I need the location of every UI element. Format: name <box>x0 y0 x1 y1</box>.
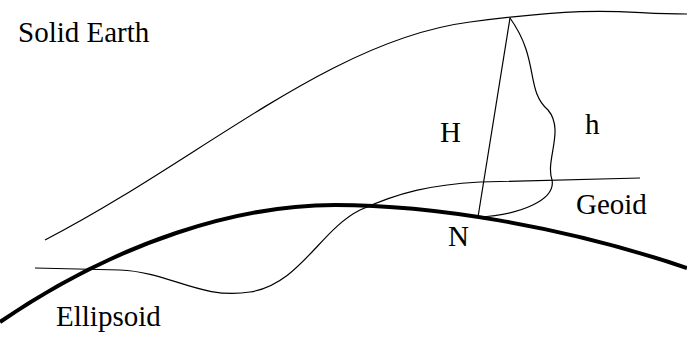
height-label: h <box>583 110 602 139</box>
geoid-curve <box>35 178 640 293</box>
surface-label: Geoid <box>574 190 649 219</box>
undulation-label: N <box>446 222 471 251</box>
surface-label: Ellipsoid <box>54 302 163 331</box>
orthometric-height-line <box>478 18 510 217</box>
height-label: H <box>438 118 463 147</box>
ellipsoidal-height-curve <box>478 18 555 217</box>
surface-label: Solid Earth <box>16 18 151 47</box>
